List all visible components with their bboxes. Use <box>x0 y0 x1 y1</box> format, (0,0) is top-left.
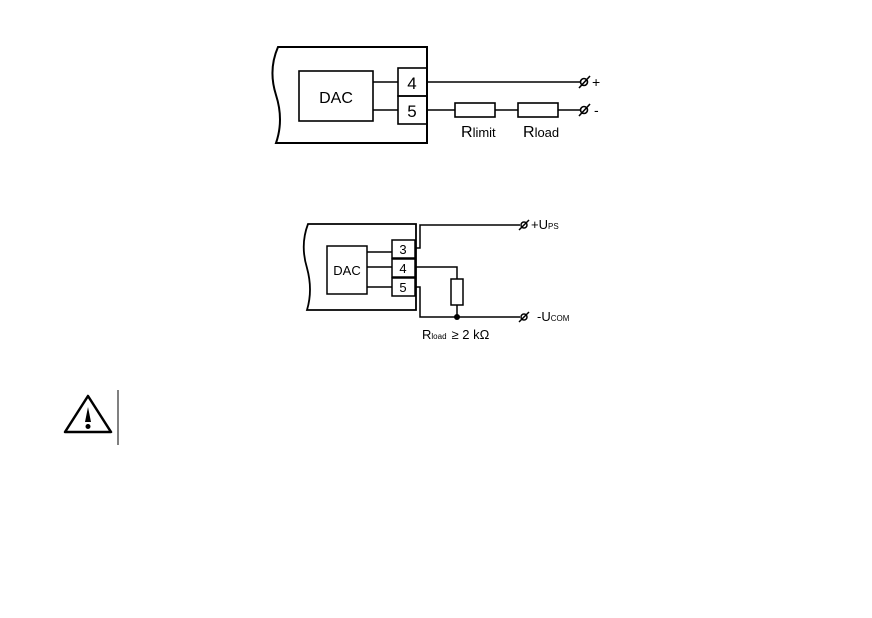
device-housing-1 <box>271 46 428 144</box>
terminal-3-box <box>391 239 416 259</box>
r-load-label-1: Rload <box>523 124 559 141</box>
ucom-sub: COM <box>551 314 570 323</box>
r-limit-label: Rlimit <box>461 124 496 141</box>
ups-label: +UPS <box>531 217 559 232</box>
dac-label-2: DAC <box>333 263 360 278</box>
wire-ucom <box>415 286 520 318</box>
dac-label-1: DAC <box>319 90 353 107</box>
r-limit-sub: limit <box>473 125 496 140</box>
r-load-sub-1: load <box>535 125 560 140</box>
diagram-current-output <box>271 46 591 144</box>
rload-condition-label: Rload ≥ 2 kΩ <box>422 327 490 342</box>
terminal-4-label-2: 4 <box>399 261 406 276</box>
ucom-label: -UCOM <box>537 309 570 324</box>
terminal-5-label-2: 5 <box>399 280 406 295</box>
connector-ucom <box>520 313 528 321</box>
diagram2-labels: DAC 3 4 5 +UPS -UCOM Rload ≥ 2 kΩ <box>333 217 569 342</box>
plus-label: + <box>592 74 600 90</box>
minus-label: - <box>594 102 599 118</box>
connector-minus <box>579 105 589 115</box>
diagram1-labels: DAC 4 5 + - Rlimit Rload <box>319 74 600 141</box>
wire-ups <box>415 224 520 249</box>
rload-sub-2: load <box>431 332 446 341</box>
rload-main-2: R <box>422 327 431 342</box>
terminal-5-label: 5 <box>407 102 416 121</box>
device-housing-2 <box>302 223 417 311</box>
dac-block-1 <box>298 70 374 122</box>
resistor-load-2 <box>450 278 464 306</box>
ups-sub: PS <box>548 222 559 231</box>
r-load-main-1: R <box>523 124 535 141</box>
rload-condition: ≥ 2 kΩ <box>452 327 490 342</box>
terminal-4-label: 4 <box>407 74 416 93</box>
ups-prefix: +U <box>531 217 548 232</box>
connector-plus <box>579 77 589 87</box>
junction-dot <box>454 314 460 320</box>
terminal-3-label: 3 <box>399 242 406 257</box>
ucom-prefix: -U <box>537 309 551 324</box>
terminal-4-box-2 <box>391 258 416 278</box>
resistor-limit <box>454 102 496 118</box>
connector-ups <box>520 221 528 229</box>
warning-triangle-icon <box>63 394 113 434</box>
dac-block-2 <box>326 245 368 295</box>
resistor-load-1 <box>517 102 559 118</box>
r-limit-main: R <box>461 124 473 141</box>
